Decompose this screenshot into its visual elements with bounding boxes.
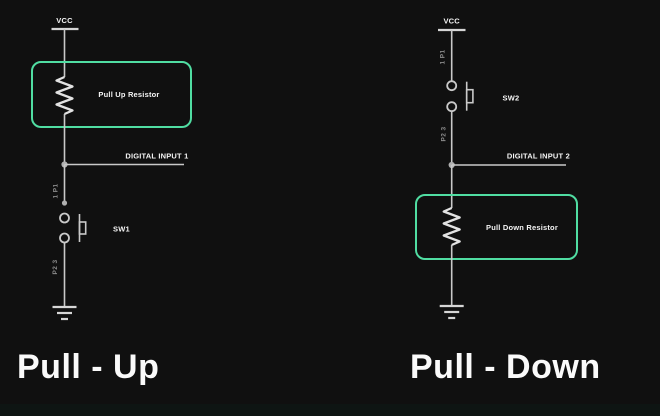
sw1-label: SW1 xyxy=(113,225,130,234)
ground-symbol-left xyxy=(52,305,77,321)
pull-down-resistor-highlight-box xyxy=(415,194,578,260)
pull-up-title: Pull - Up xyxy=(17,348,160,386)
switch-terminal-top-right xyxy=(446,80,458,92)
pull-down-resistor-label: Pull Down Resistor xyxy=(486,223,558,232)
vcc-label-left: VCC xyxy=(56,16,73,25)
sw2-label: SW2 xyxy=(503,94,520,103)
ground-symbol-right xyxy=(439,304,464,320)
pull-up-circuit: VCC Pull Up Resistor DIGITAL INPUT 1 1 P… xyxy=(31,16,192,321)
switch-terminal-bottom-right xyxy=(446,101,458,113)
pin-label-p2-3-right: P2 3 xyxy=(441,127,448,142)
pin-label-1-p1-left: 1 P1 xyxy=(53,184,60,199)
pull-up-resistor-highlight-box xyxy=(31,61,192,128)
resistor-symbol-pull-up xyxy=(55,75,74,116)
bottom-strip xyxy=(0,404,660,416)
switch-terminal-bottom-left xyxy=(59,232,70,244)
pull-down-title: Pull - Down xyxy=(410,348,601,386)
pushbutton-cap-right xyxy=(465,88,474,104)
bendpoint-dot-left xyxy=(61,200,68,206)
switch-terminal-top-left xyxy=(59,212,70,224)
pin-label-1-p1-right: 1 P1 xyxy=(440,50,447,65)
digital-input-2-label: DIGITAL INPUT 2 xyxy=(507,152,570,161)
pull-down-circuit: VCC 1 P1 SW2 P2 3 DIGITAL INPUT 2 Pull D… xyxy=(415,17,578,320)
pushbutton-cap-left xyxy=(78,221,87,235)
pin-label-p2-3-left: P2 3 xyxy=(52,260,59,275)
pull-up-resistor-label: Pull Up Resistor xyxy=(98,90,159,99)
vcc-label-right: VCC xyxy=(443,17,460,26)
resistor-symbol-pull-down xyxy=(442,206,461,247)
digital-input-1-label: DIGITAL INPUT 1 xyxy=(125,152,188,161)
